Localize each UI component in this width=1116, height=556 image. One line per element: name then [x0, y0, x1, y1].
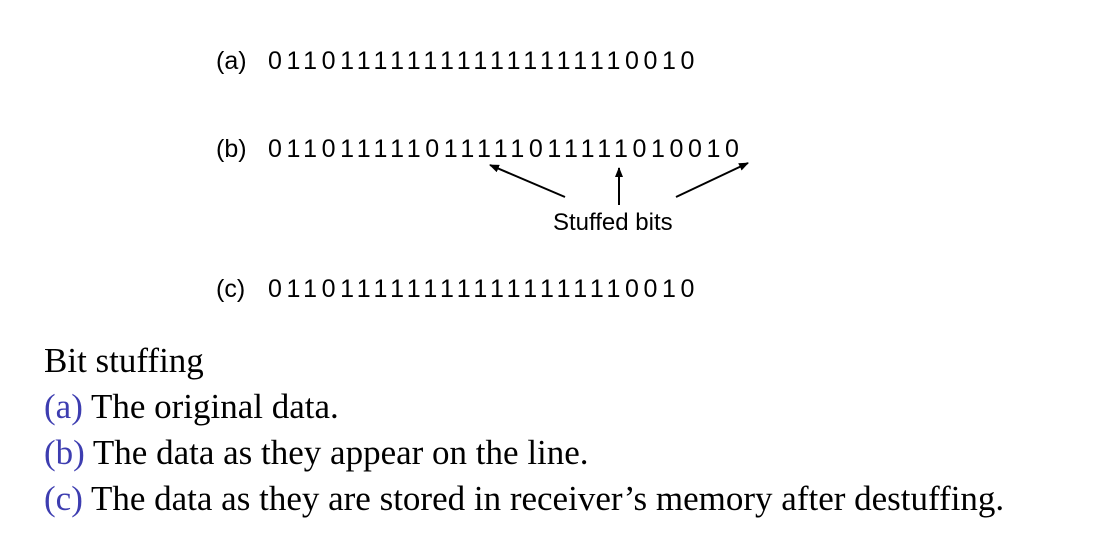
row-b: (b) 011011111011111011111010010	[216, 134, 743, 164]
caption-text-c: The data as they are stored in receiver’…	[82, 479, 1005, 518]
caption: Bit stuffing (a) The original data. (b) …	[44, 338, 1004, 522]
row-c-bits: 0110111111111111111110010	[268, 275, 700, 303]
caption-item-c: (c) The data as they are stored in recei…	[44, 476, 1004, 522]
caption-text-b: The data as they appear on the line.	[84, 433, 589, 472]
row-a: (a) 0110111111111111111110010	[216, 46, 699, 76]
bit-stuffing-figure: (a) 0110111111111111111110010 (b) 01101111…	[216, 46, 749, 304]
row-b-bits: 011011111011111011111010010	[268, 135, 744, 163]
stuffed-bits-label: Stuffed bits	[553, 209, 673, 236]
caption-key-b: (b)	[44, 433, 85, 472]
caption-key-c: (c)	[44, 479, 83, 518]
caption-key-a: (a)	[44, 387, 83, 426]
stuffed-bits-arrows	[489, 162, 749, 205]
row-b-tag: (b)	[216, 135, 247, 163]
caption-title: Bit stuffing	[44, 341, 204, 380]
row-a-bits: 0110111111111111111110010	[268, 47, 700, 75]
row-c-tag: (c)	[216, 275, 246, 303]
caption-item-b: (b) The data as they appear on the line.	[44, 430, 1004, 476]
caption-item-a: (a) The original data.	[44, 384, 1004, 430]
row-a-tag: (a)	[216, 47, 247, 75]
left-arrow	[489, 164, 566, 198]
right-arrow	[675, 162, 749, 198]
row-c: (c) 0110111111111111111110010	[216, 274, 699, 304]
caption-text-a: The original data.	[82, 387, 339, 426]
